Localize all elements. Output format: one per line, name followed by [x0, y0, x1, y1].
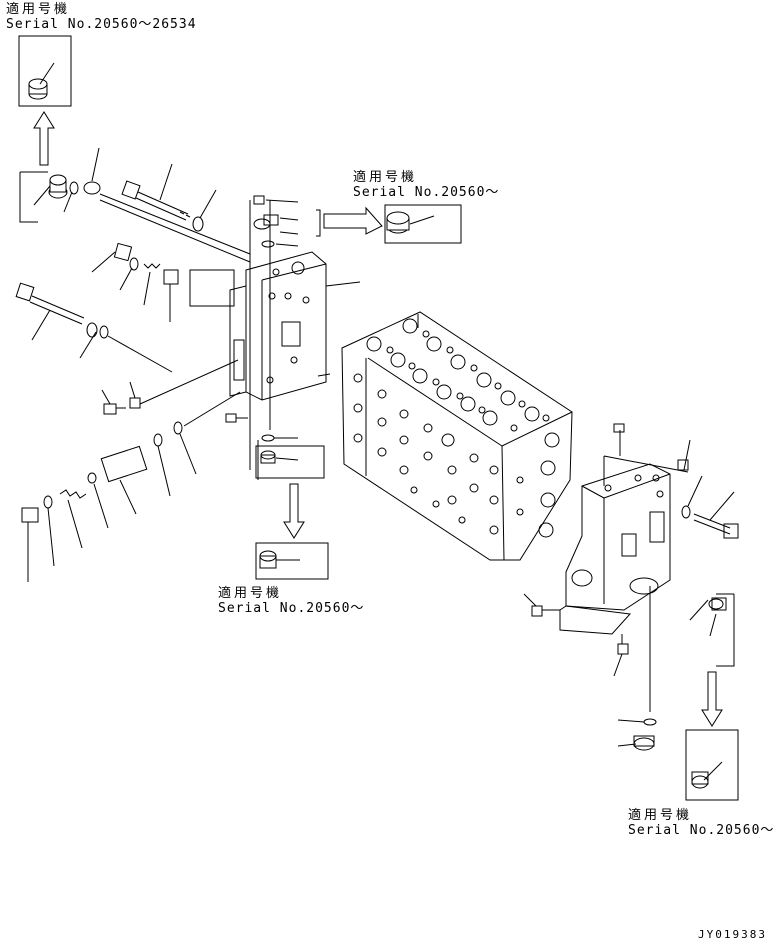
serial-text: Serial No.20560～ — [628, 823, 773, 838]
ports-side — [354, 374, 559, 537]
plug-icon — [29, 63, 54, 99]
serial-text: Serial No.20560～ — [218, 601, 365, 616]
serial-text: Serial No.20560～26534 — [6, 17, 197, 32]
drawing-code: JY019383 — [698, 928, 767, 941]
plug-stack-top — [254, 196, 298, 247]
washer-lower — [80, 323, 108, 358]
valve-section-left — [230, 200, 326, 480]
ports-top — [367, 319, 549, 431]
callout-label-top-center: 適用号機 Serial No.20560～ — [353, 170, 499, 200]
callout-box-top-left — [19, 36, 71, 106]
cap-small — [130, 382, 140, 408]
bolt-upper — [122, 164, 190, 220]
callout-box-bottom-right — [686, 730, 738, 800]
arrow-down-icon — [284, 484, 304, 538]
serial-text: Serial No.20560～ — [353, 185, 500, 200]
main-valve-body — [342, 312, 572, 560]
arrow-down-icon-right — [702, 672, 722, 726]
plug-small-part — [84, 148, 100, 194]
bolt-small-left-block — [226, 414, 248, 422]
screw-right-bottom — [524, 594, 628, 676]
washer-upper — [193, 190, 216, 231]
callout-box-middle — [256, 435, 324, 478]
applicable-text: 適用号機 — [353, 170, 418, 185]
spring-bottom — [60, 490, 86, 548]
arrow-up-icon — [34, 112, 54, 165]
callout-box-top-center — [385, 205, 461, 243]
spring-left — [144, 264, 160, 305]
screw-small — [102, 390, 126, 414]
washer-bottom — [88, 473, 108, 528]
applicable-text: 適用号機 — [218, 586, 283, 601]
seal-parts-right — [618, 719, 656, 750]
callout-box-lower — [256, 543, 328, 579]
callout-label-top-left: 適用号機 Serial No.20560～26534 — [6, 2, 197, 32]
arrow-right-icon — [316, 208, 382, 236]
spacer-left — [164, 270, 178, 322]
bracket-top-left — [20, 172, 48, 222]
o-ring-spool — [154, 434, 170, 496]
bolt-lower — [16, 283, 84, 340]
callout-label-middle: 適用号機 Serial No.20560～ — [218, 586, 364, 616]
callout-label-bottom-right: 適用号機 Serial No.20560～ — [628, 808, 773, 838]
plug-bottom — [22, 508, 38, 582]
applicable-text: 適用号機 — [628, 808, 693, 823]
valve-section-right — [560, 424, 688, 712]
o-ring-part — [64, 182, 78, 212]
bracket-box — [190, 270, 234, 306]
applicable-text: 適用号機 — [6, 2, 71, 17]
plug-part — [34, 175, 67, 205]
o-ring-left — [120, 258, 138, 290]
plug-left — [92, 243, 132, 272]
bracket-right — [690, 594, 734, 666]
bolt-right — [678, 440, 738, 538]
seal-spool — [174, 422, 196, 474]
spool-part — [101, 446, 146, 514]
o-ring-bottom — [44, 496, 54, 566]
